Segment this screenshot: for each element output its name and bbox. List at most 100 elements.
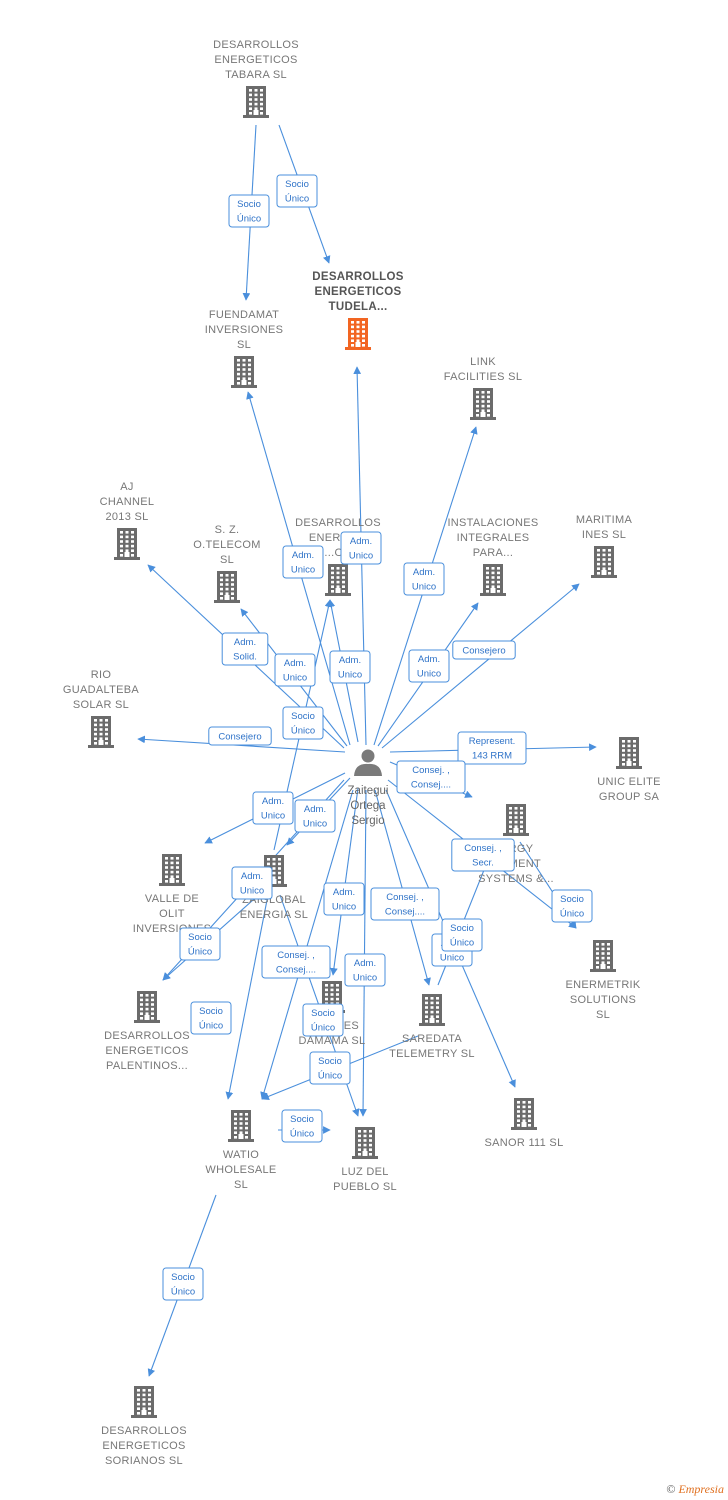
node-label-saredata: SAREDATA	[402, 1033, 462, 1045]
edge-label-text: Socio	[291, 711, 315, 722]
edge-label-person-instal[interactable]: Adm.Unico	[408, 649, 450, 683]
edge-label-person-saredata[interactable]: Consej. ,Consej....	[370, 887, 440, 921]
node-tudela[interactable]: DESARROLLOSENERGETICOSTUDELA...	[312, 271, 403, 350]
building-icon	[511, 1098, 537, 1130]
building-icon	[345, 318, 371, 350]
edge-label-text: Único	[560, 909, 584, 920]
edge-label-text: Unico	[303, 819, 327, 830]
edge-label-person-tudela[interactable]: Adm.Unico	[340, 531, 382, 565]
edge-label-person-luz[interactable]: Adm.Unico	[344, 953, 386, 987]
node-label-valle: VALLE DE	[145, 893, 199, 905]
node-label-tabara: DESARROLLOS	[213, 39, 299, 51]
node-sanor[interactable]: SANOR 111 SL	[484, 1098, 563, 1149]
edge-label-person-fuendamat[interactable]: Adm.Unico	[282, 545, 324, 579]
node-label-damama: DAMAMA SL	[299, 1035, 366, 1047]
node-label-tabara: TABARA SL	[225, 69, 287, 81]
edge-label-text: Unico	[240, 886, 264, 897]
node-label-fuendamat: SL	[237, 339, 251, 351]
edge-person-maritima	[381, 583, 580, 749]
edge-label-text: Socio	[237, 199, 261, 210]
edge-label-person-aj[interactable]: Adm.Solid.	[221, 632, 269, 666]
node-label-tabara: ENERGETICOS	[214, 54, 297, 66]
edge-label-text: Consej. ,	[386, 892, 424, 903]
node-label-sz: O.TELECOM	[193, 539, 261, 551]
node-label-sorianos: ENERGETICOS	[102, 1440, 185, 1452]
person-name-line: Ortega	[350, 800, 386, 812]
edge-label-person-sz[interactable]: Adm.Unico	[274, 653, 316, 687]
edge-label-text: Adm.	[234, 637, 256, 648]
building-icon	[214, 571, 240, 603]
edge-label-text: Consej. ,	[277, 950, 315, 961]
node-label-sorianos: SORIANOS SL	[105, 1455, 183, 1467]
edge-label-person-zaiglobal[interactable]: Adm.Unico	[294, 799, 336, 833]
node-label-enermetrik: SL	[596, 1009, 610, 1021]
node-instal[interactable]: INSTALACIONESINTEGRALESPARA...	[447, 517, 538, 596]
node-tabara[interactable]: DESARROLLOS ENERGETICOS TABARA SL	[213, 39, 299, 118]
edge-label-person-link[interactable]: Adm.Unico	[403, 562, 445, 596]
edge-label-text: Represent.	[469, 736, 515, 747]
edge-label-text: Unico	[417, 669, 441, 680]
edge-label-person-watio[interactable]: Consej. , Consej....	[261, 945, 331, 979]
edge-label-text: Adm.	[333, 887, 355, 898]
node-label-watio: SL	[234, 1179, 248, 1191]
edge-label-person-maritima[interactable]: Consejero	[452, 640, 516, 660]
node-label-aj: 2013 SL	[105, 511, 148, 523]
node-link[interactable]: LINK FACILITIES SL	[444, 356, 522, 420]
node-label-link: FACILITIES SL	[444, 371, 522, 383]
edge-label-person-desx[interactable]: Adm.Unico	[329, 650, 371, 684]
building-icon	[591, 546, 617, 578]
node-label-link: LINK	[470, 356, 496, 368]
edge-label-person-rio[interactable]: Consejero	[208, 726, 272, 746]
edge-label-person-unic[interactable]: Represent.143 RRM	[457, 731, 527, 765]
node-label-instal: PARA...	[473, 547, 513, 559]
footer-brand[interactable]: © Empresia	[666, 1482, 724, 1497]
node-label-watio: WHOLESALE	[205, 1164, 276, 1176]
copyright-symbol: ©	[666, 1482, 676, 1496]
edge-label-person-damama[interactable]: Adm.Unico	[323, 882, 365, 916]
edge-label-person-palentinos[interactable]: Adm.Unico	[231, 866, 273, 900]
building-icon	[231, 356, 257, 388]
node-label-palentinos: DESARROLLOS	[104, 1030, 190, 1042]
building-icon	[325, 564, 351, 596]
edge-label-person-valle[interactable]: Adm.Unico	[252, 791, 294, 825]
edge-label-text: Unico	[291, 565, 315, 576]
node-label-sz: S. Z.	[215, 524, 240, 536]
edge-label-text: Unico	[261, 811, 285, 822]
edge-label-person-energy[interactable]: Consej. ,Consej....	[396, 760, 466, 794]
edge-person-watio	[260, 789, 354, 1100]
edge-label-text: Unico	[440, 953, 464, 964]
building-icon	[88, 716, 114, 748]
node-label-maritima: INES SL	[582, 529, 626, 541]
node-label-fuendamat: INVERSIONES	[205, 324, 284, 336]
edge-label-text: Consej....	[276, 965, 316, 976]
building-icon	[503, 804, 529, 836]
node-palentinos[interactable]: DESARROLLOSENERGETICOSPALENTINOS...	[104, 991, 190, 1072]
edge-label-person-enermetrik[interactable]: Consej. ,Secr.	[451, 838, 515, 872]
building-icon	[159, 854, 185, 886]
